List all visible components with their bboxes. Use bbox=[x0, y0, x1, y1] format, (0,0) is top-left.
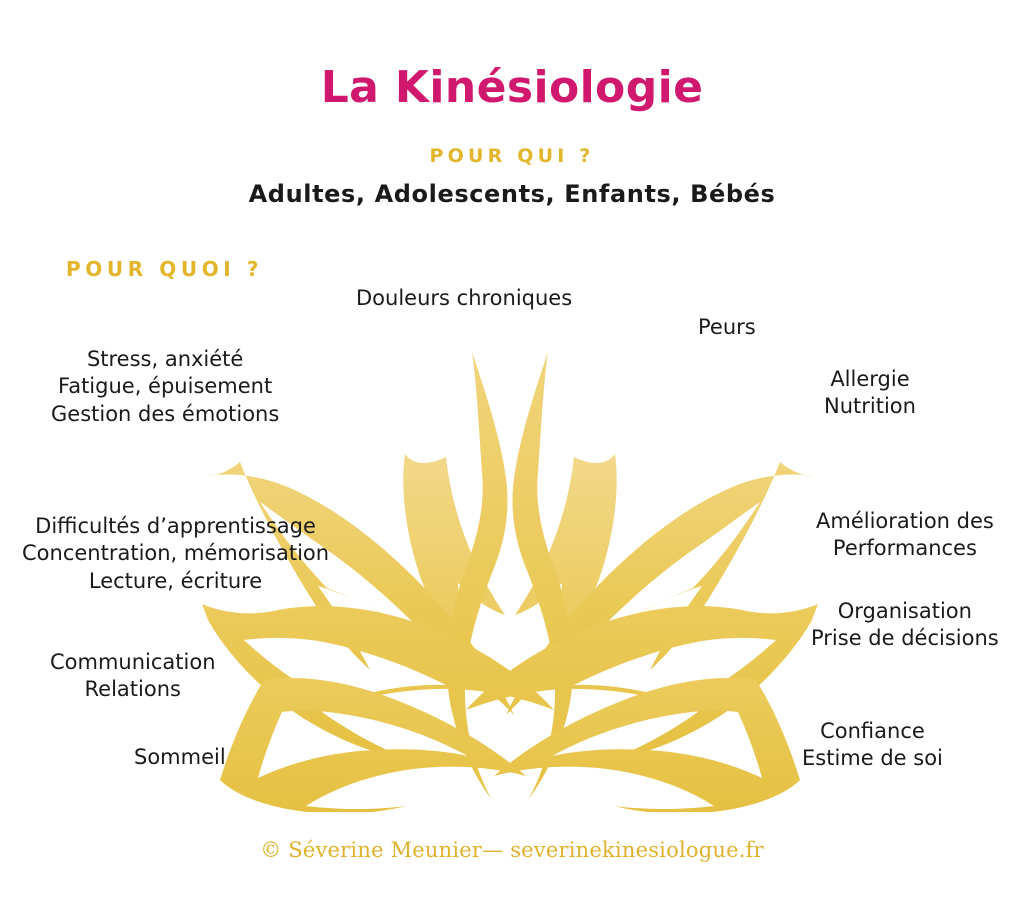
pour-quoi-heading: POUR QUOI ? bbox=[66, 257, 264, 281]
theme-sommeil: Sommeil bbox=[134, 744, 226, 771]
theme-line: Communication bbox=[50, 650, 216, 674]
petal-upper-left bbox=[403, 454, 505, 685]
theme-line: Sommeil bbox=[134, 745, 226, 769]
theme-peurs: Peurs bbox=[698, 314, 756, 341]
theme-line: Prise de décisions bbox=[811, 626, 999, 651]
copyright-credit: © Séverine Meunier— severinekinesiologue… bbox=[260, 838, 764, 862]
theme-line: Amélioration des bbox=[816, 509, 994, 533]
petal-upper-right bbox=[515, 454, 617, 685]
audience-text: Adultes, Adolescents, Enfants, Bébés bbox=[248, 180, 776, 208]
theme-line: Organisation bbox=[837, 599, 972, 623]
page-title: La Kinésiologie bbox=[320, 62, 704, 113]
theme-line: Allergie bbox=[830, 367, 910, 391]
petal-bottom-left bbox=[220, 678, 526, 812]
theme-allergie-nutrition: Allergie Nutrition bbox=[824, 366, 916, 421]
petal-bottom-right bbox=[494, 678, 800, 812]
theme-line: Stress, anxiété bbox=[86, 347, 244, 371]
theme-apprentissage-concentration-lecture: Difficultés d’apprentissage Concentratio… bbox=[22, 513, 329, 595]
theme-line: Gestion des émotions bbox=[51, 401, 280, 426]
theme-amelioration-performances: Amélioration des Performances bbox=[816, 508, 994, 563]
theme-communication-relations: Communication Relations bbox=[50, 649, 216, 704]
theme-line: Douleurs chroniques bbox=[356, 286, 573, 310]
theme-line: Estime de soi bbox=[802, 746, 943, 771]
theme-douleurs-chroniques: Douleurs chroniques bbox=[356, 285, 572, 312]
lotus-flower-icon bbox=[202, 352, 818, 812]
theme-line: Nutrition bbox=[824, 394, 916, 419]
theme-stress-fatigue-emotions: Stress, anxiété Fatigue, épuisement Gest… bbox=[51, 346, 279, 428]
theme-confiance-estime: Confiance Estime de soi bbox=[802, 718, 943, 773]
pour-qui-heading: POUR QUI ? bbox=[429, 145, 595, 167]
theme-line: Concentration, mémorisation bbox=[22, 541, 330, 566]
theme-line: Lecture, écriture bbox=[88, 568, 263, 593]
theme-line: Confiance bbox=[820, 719, 925, 743]
theme-line: Fatigue, épuisement bbox=[58, 374, 273, 399]
theme-line: Difficultés d’apprentissage bbox=[35, 514, 316, 538]
theme-line: Peurs bbox=[698, 315, 756, 339]
theme-line: Performances bbox=[832, 536, 977, 561]
theme-organisation-decisions: Organisation Prise de décisions bbox=[811, 598, 999, 653]
theme-line: Relations bbox=[84, 677, 181, 702]
